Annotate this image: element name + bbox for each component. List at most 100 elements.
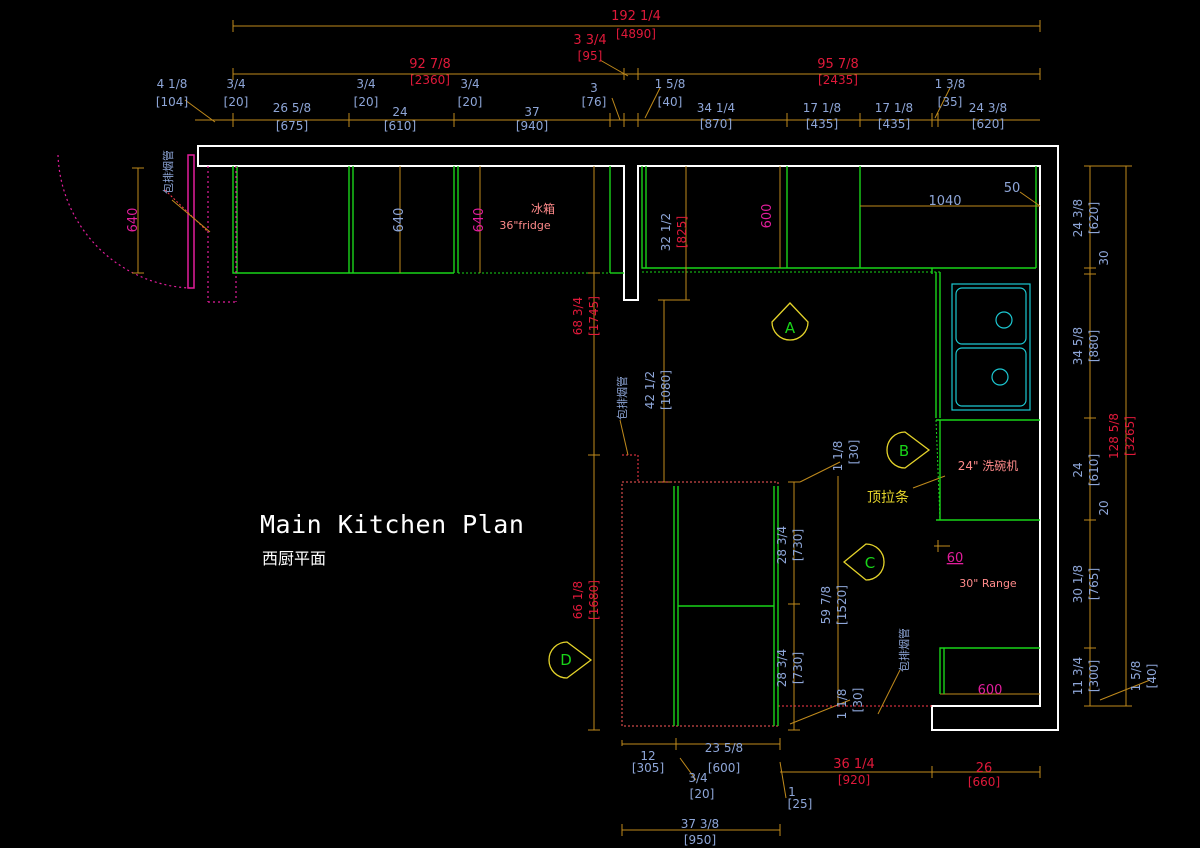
- right-dimension-texts: 24 3/8 [620] 30 34 5/8 [880] 24 [610] 20…: [1071, 199, 1159, 695]
- island-bottom-imperial: 28 3/4: [775, 649, 789, 687]
- right-seg-6-metric: [765]: [1087, 568, 1101, 600]
- vent-label-left: 包排烟管: [161, 150, 175, 194]
- island-mid-imperial: 59 7/8: [819, 586, 833, 624]
- appliance-labels: 冰箱 36"fridge 24" 洗碗机 顶拉条 30" Range: [499, 201, 1018, 590]
- small-top-imperial: 1 1/8: [831, 441, 845, 472]
- pull-strip-label: 顶拉条: [867, 489, 909, 506]
- left-run-dimension: 92 7/8 [2360]: [409, 57, 451, 87]
- bottom-seg-1-metric: [305]: [632, 761, 664, 775]
- right-seg-6-imperial: 30 1/8: [1071, 565, 1085, 603]
- fridge-cn-label: 冰箱: [531, 201, 555, 216]
- cab-600-bottom: 600: [978, 683, 1003, 698]
- right-seg-3-metric: [880]: [1087, 330, 1101, 362]
- island-total-imperial: 66 1/8: [571, 581, 585, 619]
- door-swing: [57, 154, 209, 289]
- seg-2-imperial: 3/4: [226, 77, 245, 91]
- seg-12-imperial: 17 1/8: [875, 101, 913, 115]
- range-label: 30" Range: [959, 577, 1017, 590]
- aisle-metric: [1080]: [659, 370, 673, 410]
- seg-6-metric: [20]: [458, 95, 483, 109]
- left-run-metric: [2360]: [410, 73, 450, 87]
- left-vertical-metric: [1745]: [587, 296, 601, 336]
- seg-12-metric: [435]: [878, 117, 910, 131]
- seg-1-metric: [104]: [156, 95, 188, 109]
- right-dimension-lines: [1084, 165, 1151, 707]
- vent-label-middle: 包排烟管: [615, 376, 629, 420]
- right-seg-7-imperial: 11 3/4: [1071, 657, 1085, 695]
- bottom-overall-metric: [950]: [684, 833, 716, 847]
- seg-11-metric: [435]: [806, 117, 838, 131]
- cab-640-mid: 640: [392, 208, 407, 233]
- seg-8-metric: [76]: [582, 95, 607, 109]
- aisle-imperial: 42 1/2: [643, 371, 657, 409]
- top-segment-dimensions: 4 1/8 [104] 3/4 [20] 26 5/8 [675] 3/4 [2…: [156, 77, 1007, 133]
- right-seg-1-imperial: 24 3/8: [1071, 199, 1085, 237]
- island-mid-metric: [1520]: [835, 585, 849, 625]
- right-run-metric: [2435]: [818, 73, 858, 87]
- fridge-en-label: 36"fridge: [499, 219, 550, 232]
- right-seg-5-imperial: 20: [1097, 500, 1111, 515]
- gap-dimension: 3 3/4 [95]: [573, 33, 606, 63]
- seg-4-metric: [20]: [354, 95, 379, 109]
- seg-14-imperial: 24 3/8: [969, 101, 1007, 115]
- plan-title: Main Kitchen Plan: [260, 510, 525, 539]
- section-marker-b: B: [886, 431, 931, 469]
- seg-7-metric: [940]: [516, 119, 548, 133]
- seg-14-metric: [620]: [972, 117, 1004, 131]
- bottom-seg-2-metric: [600]: [708, 761, 740, 775]
- marker-a-label: A: [785, 319, 796, 337]
- right-seg-4-metric: [610]: [1087, 454, 1101, 486]
- vent-labels: 包排烟管 包排烟管 包排烟管: [161, 150, 911, 715]
- small-bottom-metric: [30]: [851, 688, 865, 713]
- section-marker-a: A: [771, 302, 809, 341]
- small-bottom-imperial: 1 1/8: [835, 689, 849, 720]
- room-walls: [197, 145, 1059, 731]
- seg-3-metric: [675]: [276, 119, 308, 133]
- right-seg-2-imperial: 30: [1097, 250, 1111, 265]
- gap-50: 50: [1004, 181, 1021, 196]
- bottom-seg-1-imperial: 12: [640, 749, 655, 763]
- right-run-imperial: 95 7/8: [817, 57, 859, 72]
- cab-640-door: 640: [126, 208, 141, 233]
- cab-1040: 1040: [928, 194, 961, 209]
- cab-640-fridge: 640: [472, 208, 487, 233]
- seg-9-metric: [40]: [658, 95, 683, 109]
- right-seg-7-metric: [300]: [1087, 660, 1101, 692]
- seg-8-imperial: 3: [590, 81, 598, 95]
- marker-c-label: C: [865, 554, 875, 572]
- bottom-small-a-metric: [20]: [690, 787, 715, 801]
- section-marker-c: C: [842, 543, 885, 581]
- cabinet-size-labels: 640 640 640 600 1040 50 60 600: [126, 181, 1020, 698]
- seg-4-imperial: 3/4: [356, 77, 375, 91]
- small-top-metric: [30]: [847, 440, 861, 465]
- seg-5-imperial: 24: [392, 105, 407, 119]
- right-run-dimension: 95 7/8 [2435]: [817, 57, 859, 87]
- bottom-overall-imperial: 37 3/8: [681, 817, 719, 831]
- seg-7-imperial: 37: [524, 105, 539, 119]
- island-top-imperial: 28 3/4: [775, 526, 789, 564]
- left-vertical-imperial: 68 3/4: [571, 297, 585, 335]
- fridge-depth-imperial: 32 1/2: [659, 213, 673, 251]
- vent-label-bottom: 包排烟管: [897, 628, 911, 672]
- seg-2-metric: [20]: [224, 95, 249, 109]
- island-total-metric: [1680]: [587, 580, 601, 620]
- seg-6-imperial: 3/4: [460, 77, 479, 91]
- right-seg-4-imperial: 24: [1071, 462, 1085, 477]
- top-cabinets: [207, 166, 1037, 303]
- overall-width-dimension: 192 1/4 [4890]: [611, 9, 661, 41]
- right-seg-1-metric: [620]: [1087, 202, 1101, 234]
- interior-dimension-texts: 32 1/2 [825] 68 3/4 [1745] 42 1/2 [1080]…: [571, 213, 865, 720]
- section-marker-d: D: [548, 641, 593, 679]
- seg-13-imperial: 1 3/8: [935, 77, 966, 91]
- right-overall-metric: [3265]: [1123, 416, 1137, 456]
- plan-subtitle: 西厨平面: [262, 549, 327, 568]
- right-overall-imperial: 128 5/8: [1107, 413, 1121, 459]
- seg-10-imperial: 34 1/4: [697, 101, 735, 115]
- bottom-seg-4-imperial: 26: [976, 761, 993, 776]
- right-seg-3-imperial: 34 5/8: [1071, 327, 1085, 365]
- bottom-small-b-imperial: 1: [788, 785, 796, 799]
- interior-dimension-lines: [399, 166, 1041, 731]
- bottom-seg-3-imperial: 36 1/4: [833, 757, 875, 772]
- seg-1-imperial: 4 1/8: [157, 77, 188, 91]
